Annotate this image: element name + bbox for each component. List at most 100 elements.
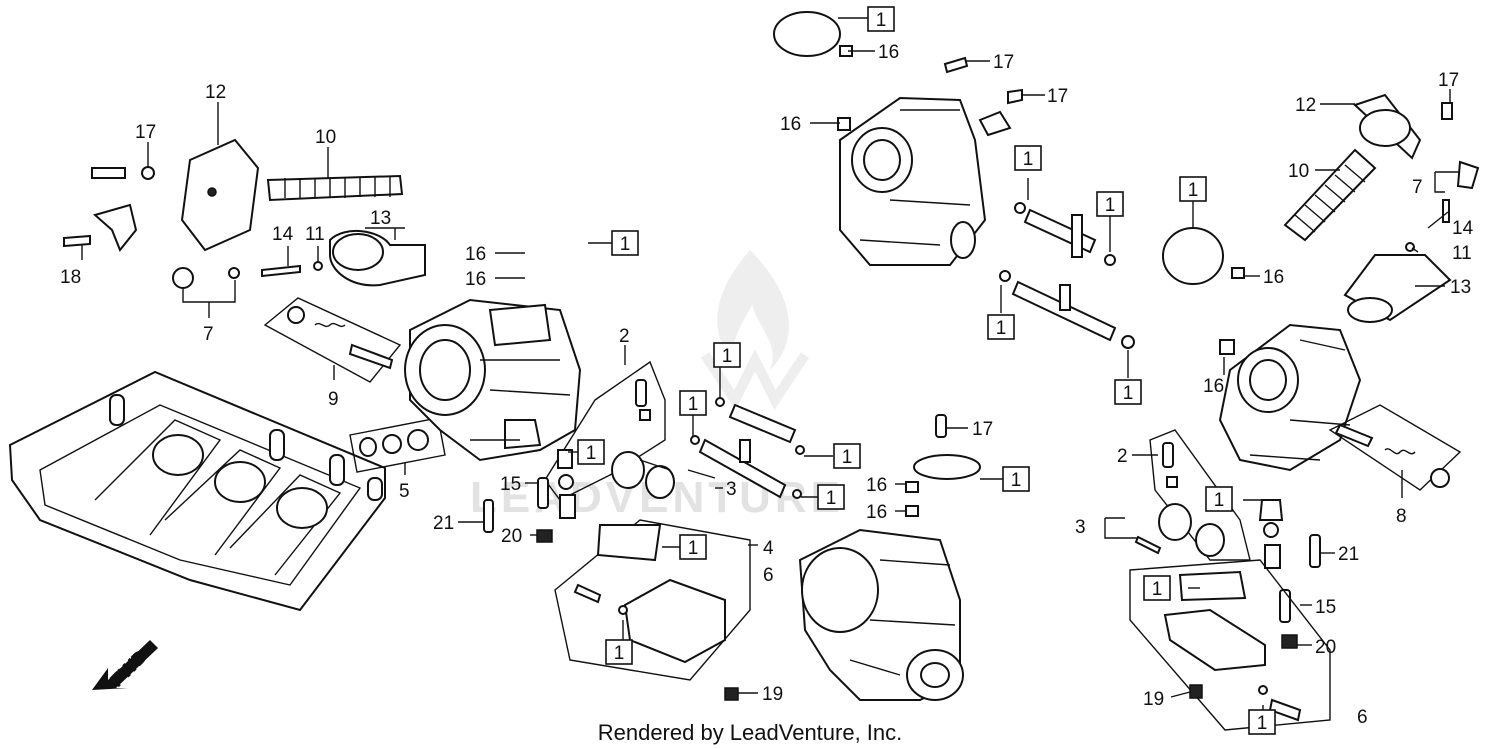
callout-c25: 15 (500, 474, 521, 495)
callout-c23: 1 (817, 484, 845, 510)
intake-manifold (8, 370, 386, 612)
callout-c5: 16 (780, 114, 801, 135)
svg-text:1: 1 (1188, 180, 1199, 201)
callout-c13: 13 (370, 208, 391, 229)
svg-text:1: 1 (1011, 470, 1022, 491)
callout-c14: 16 (465, 244, 486, 265)
callout-c48: 14 (1452, 218, 1474, 239)
callout-c6: 12 (205, 82, 226, 103)
callout-c42: 16 (1263, 267, 1284, 288)
callout-c2: 16 (878, 42, 899, 63)
float-3 (611, 451, 716, 499)
svg-text:1: 1 (1152, 579, 1163, 600)
callout-c1: 1 (867, 6, 895, 32)
callout-c52: 8 (1396, 506, 1407, 527)
svg-text:1: 1 (1023, 149, 1034, 170)
callout-c46: 10 (1288, 161, 1309, 182)
callout-c16: 1 (611, 230, 639, 256)
svg-text:1: 1 (1214, 490, 1225, 511)
svg-text:1: 1 (876, 10, 887, 31)
joint-pipes-right (999, 202, 1245, 349)
callout-c24: 1 (577, 439, 605, 465)
callout-c41: 1 (1114, 379, 1142, 405)
o-ring-bottom (913, 454, 981, 480)
callout-c55: 3 (1075, 517, 1086, 538)
carburetor-body-4 (1218, 323, 1362, 472)
callout-c61: 1 (1248, 709, 1276, 735)
svg-text:1: 1 (842, 447, 853, 468)
callout-c33: 19 (762, 684, 783, 705)
callout-c28: 20 (501, 526, 522, 547)
callout-c12: 11 (305, 224, 325, 245)
callout-c19: 2 (619, 326, 630, 347)
callout-c9: 18 (60, 267, 81, 288)
callout-c18: 5 (399, 481, 410, 502)
callout-c51: 16 (1203, 376, 1224, 397)
svg-text:1: 1 (826, 488, 837, 509)
kit-5-parts (349, 417, 446, 473)
callout-c7: 17 (135, 122, 156, 143)
callout-c62: 6 (1357, 707, 1368, 728)
callout-c60: 19 (1143, 689, 1164, 710)
screw-17-center (935, 414, 947, 438)
callout-c22: 1 (833, 443, 861, 469)
svg-text:1: 1 (620, 234, 631, 255)
svg-text:1: 1 (996, 318, 1007, 339)
plug-16b (905, 505, 919, 517)
callout-c56: 21 (1338, 544, 1359, 565)
callout-c30: 4 (763, 538, 774, 559)
callout-c21: 1 (679, 390, 707, 416)
callout-c17: 9 (328, 389, 339, 410)
callout-c53: 2 (1117, 446, 1128, 467)
kit-8-parts (1328, 404, 1462, 491)
callout-c38: 1 (1014, 145, 1042, 171)
callout-c31: 6 (763, 565, 774, 586)
joint-pipes-center (690, 397, 805, 499)
kit-4-6-parts (554, 519, 751, 701)
callout-c35: 16 (866, 475, 887, 496)
callout-c11: 14 (272, 224, 294, 245)
plug-16a (905, 481, 919, 493)
svg-text:1: 1 (722, 346, 733, 367)
left-top-cluster (63, 138, 426, 289)
callout-c26: 3 (726, 479, 737, 500)
callout-c8: 10 (315, 127, 336, 148)
callout-c10: 7 (203, 324, 214, 345)
fwd-arrow: FWD (92, 640, 158, 692)
svg-text:1: 1 (688, 538, 699, 559)
callout-c32: 1 (605, 639, 633, 665)
callout-c37: 1 (1002, 466, 1030, 492)
svg-text:1: 1 (1257, 713, 1268, 734)
callout-c50: 13 (1450, 277, 1471, 298)
svg-text:1: 1 (586, 443, 597, 464)
kit-2-right-parts (1134, 429, 1321, 649)
svg-text:1: 1 (688, 394, 699, 415)
callout-c58: 15 (1315, 597, 1336, 618)
kit-9-parts (263, 297, 402, 383)
callout-c45: 17 (1438, 70, 1459, 91)
callout-c3: 17 (993, 52, 1014, 73)
carburetor-body-2 (798, 528, 964, 701)
callout-c57: 1 (1143, 575, 1171, 601)
carburetor-body-1 (404, 298, 582, 462)
svg-text:1: 1 (1123, 383, 1134, 404)
leader-lines (81, 17, 1460, 710)
kit-2-parts (544, 360, 666, 519)
callout-c47: 7 (1412, 177, 1423, 198)
callout-c49: 11 (1452, 243, 1472, 264)
svg-text:1: 1 (1105, 195, 1116, 216)
callouts: 1 16 17 17 16 12 17 10 18 7 14 11 13 16 … (60, 6, 1474, 735)
svg-text:1: 1 (614, 643, 625, 664)
callout-c59: 20 (1315, 637, 1336, 658)
callout-c20: 1 (713, 342, 741, 368)
callout-c34: 17 (972, 419, 993, 440)
callout-c44: 12 (1295, 95, 1316, 116)
callout-c36: 16 (866, 502, 887, 523)
callout-c15: 16 (465, 269, 486, 290)
kit-6-right-parts (1129, 559, 1331, 731)
callout-c40: 1 (987, 314, 1015, 340)
parts-artwork: FWD (8, 11, 1480, 731)
callout-c4: 17 (1047, 86, 1068, 107)
right-top-cluster (1283, 93, 1480, 323)
